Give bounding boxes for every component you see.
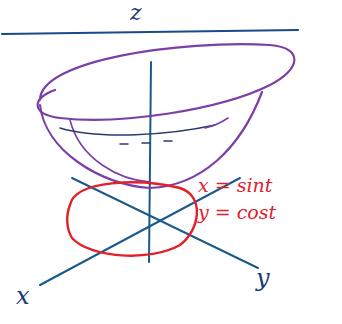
vertical-axis bbox=[149, 62, 151, 262]
equation-label: y = cost bbox=[198, 203, 276, 222]
top-line bbox=[2, 30, 298, 34]
bowl-inner bbox=[70, 120, 150, 182]
bowl-tip bbox=[205, 118, 228, 128]
axis-label: x bbox=[16, 284, 30, 308]
axis-label: y bbox=[256, 266, 270, 290]
axis-label: z bbox=[130, 2, 142, 24]
bowl-side bbox=[40, 92, 262, 188]
bowl-dashes bbox=[120, 141, 172, 144]
red-circle bbox=[67, 182, 197, 255]
bowl-base-line bbox=[60, 125, 215, 135]
equation-label: x = sint bbox=[198, 176, 272, 195]
